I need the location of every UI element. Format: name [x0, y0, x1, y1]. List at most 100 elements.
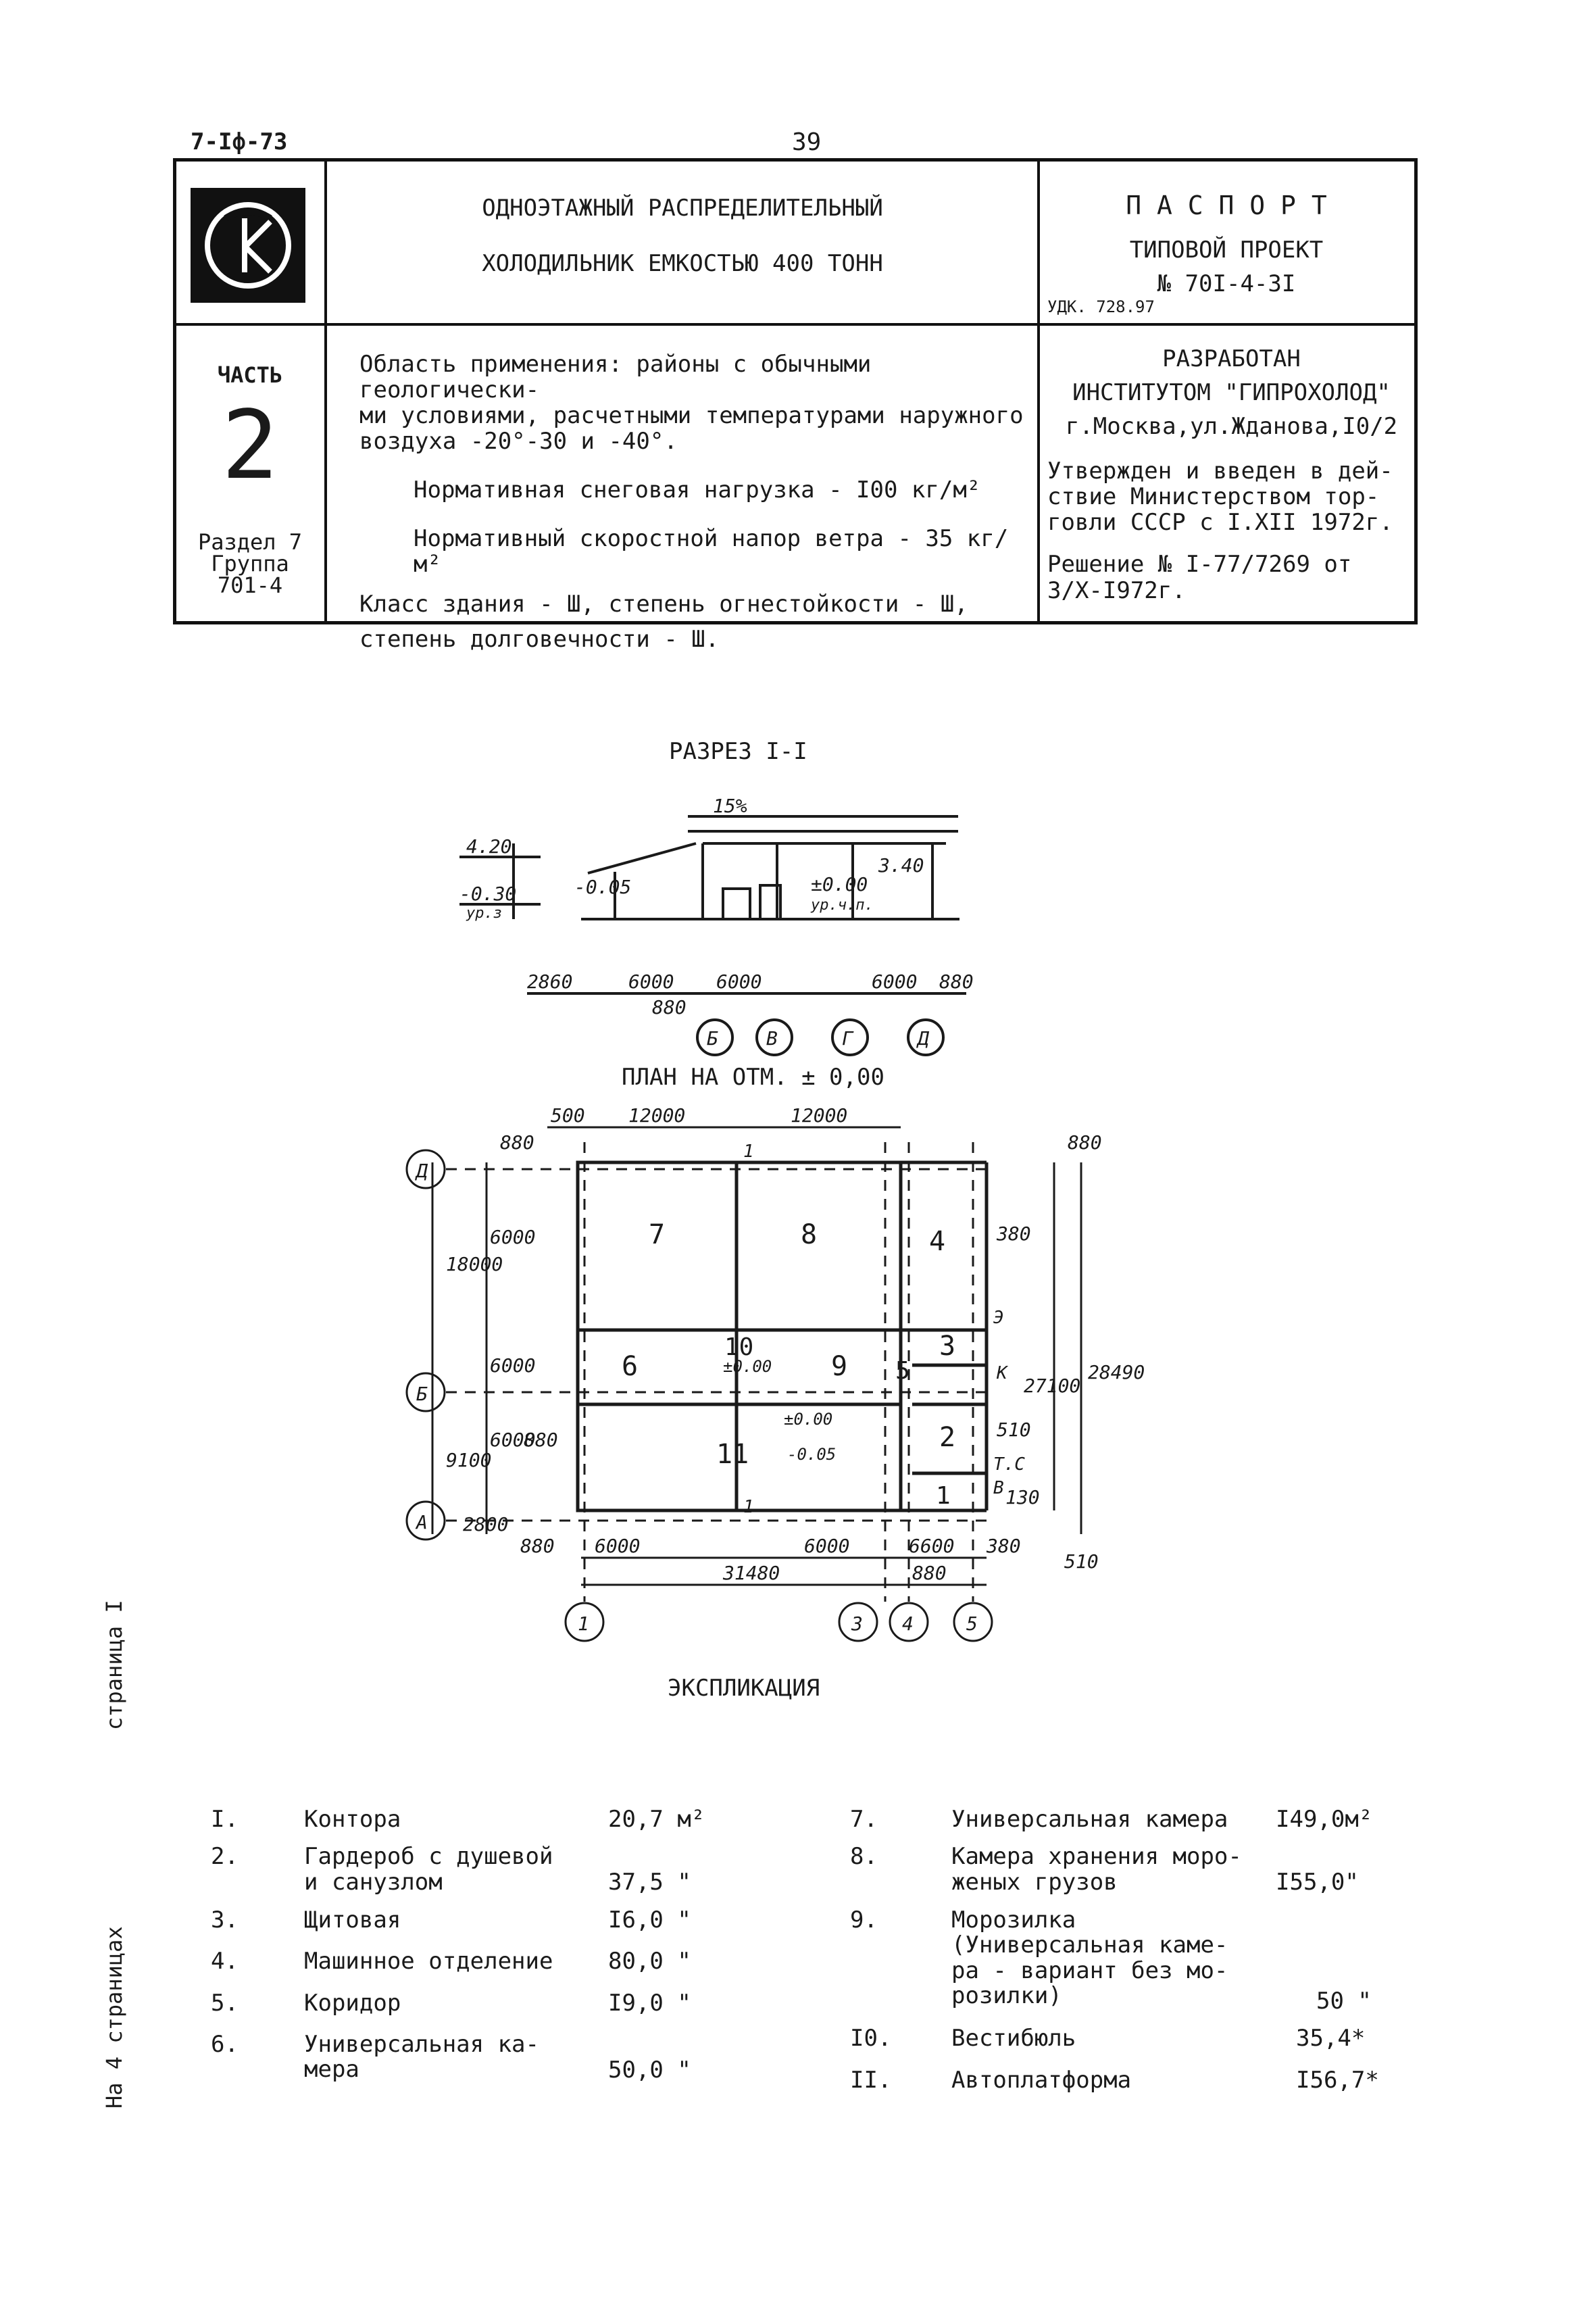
axis-label: А — [415, 1511, 428, 1533]
dimension-label: 12000 — [791, 1104, 847, 1127]
title-block-divider — [173, 323, 1418, 326]
legend-room-name-line: мера — [304, 2056, 359, 2084]
elevation-note: ур.з — [466, 905, 502, 922]
legend-number: I. — [211, 1806, 239, 1833]
project-number: № 70I-4-3I — [1157, 270, 1296, 297]
room-number: 10 — [724, 1333, 753, 1361]
dimension-label: 2860 — [527, 970, 572, 993]
description-line: Нормативная снеговая нагрузка - I00 кг/м… — [414, 476, 981, 504]
section-title: РАЗРЕЗ I-I — [669, 738, 807, 765]
slope-label: 15% — [713, 795, 747, 817]
dimension-label: 510 — [997, 1419, 1031, 1441]
elevation-label: -0.05 — [787, 1445, 836, 1464]
part-label: ЧАСТЬ — [217, 362, 283, 388]
legend-area: 50 " — [1316, 1987, 1372, 2015]
legend-room-name-line: Гардероб с душевой — [304, 1843, 553, 1871]
room-number: 5 — [895, 1357, 910, 1385]
dimension-label: 6600 — [909, 1535, 954, 1557]
legend-number: 4. — [211, 1948, 239, 1975]
legend-number: 7. — [850, 1806, 878, 1833]
legend-room-name: Универсальная камера — [951, 1806, 1228, 1833]
developer-line: РАЗРАБОТАН — [1162, 345, 1301, 372]
developer-line: ИНСТИТУТОМ "ГИПРОХОЛОД" — [1072, 379, 1391, 407]
room-number: 8 — [801, 1219, 817, 1250]
legend-room-name: Автоплатформа — [951, 2066, 1132, 2094]
section-cut-mark: 1 — [743, 1497, 754, 1517]
dimension-label: 6000 — [872, 970, 917, 993]
axis-label: 1 — [578, 1613, 589, 1635]
description-line: ми условиями, расчетными температурами н… — [359, 402, 1024, 430]
legend-area: 35,4* — [1296, 2025, 1366, 2052]
dimension-label: 2800 — [463, 1513, 508, 1535]
legend-area: 20,7 м² — [608, 1806, 705, 1833]
dimension-label: 6000 — [804, 1535, 849, 1557]
elevation-label: -0.05 — [574, 876, 631, 898]
elevation-label: 3.40 — [878, 854, 924, 877]
axis-label: Г — [842, 1027, 854, 1050]
dimension-label: 6000 — [490, 1429, 535, 1451]
legend-room-name: Машинное отделение — [304, 1948, 553, 1975]
plan-note: Э — [993, 1308, 1004, 1328]
axis-label: 5 — [966, 1613, 978, 1635]
legend-left: I. Контора 20,7 м² 2. Гардероб с душевой… — [211, 1806, 724, 2084]
legend-row: 9. Морозилка (Универсальная каме- ра - в… — [850, 1906, 1391, 2015]
decision-line: Решение № I-77/7269 от — [1047, 551, 1352, 578]
title-block-divider-left — [324, 158, 327, 624]
group-label: Группа — [211, 551, 289, 576]
page-number: 39 — [792, 128, 822, 156]
approval-line: говли СССР с I.XII 1972г. — [1047, 509, 1393, 537]
approval-line: Утвержден и введен в дей- — [1047, 458, 1393, 485]
legend-room-name: Коридор — [304, 1989, 401, 2017]
section-label: Раздел 7 Группа 701-4 — [176, 531, 324, 596]
legend-room-name-line: Морозилка — [951, 1906, 1076, 1934]
description-line: Класс здания - Ш, степень огнестойкости … — [359, 590, 968, 618]
dimension-label: 510 — [1064, 1550, 1099, 1573]
plan-drawing — [576, 1160, 989, 1512]
dimension-label: 880 — [652, 996, 687, 1018]
legend-title: ЭКСПЛИКАЦИЯ — [668, 1675, 820, 1702]
logo-icon — [191, 188, 305, 303]
legend-room-name: Вестибюль — [951, 2025, 1076, 2052]
pages-total-label: На 4 страницах — [101, 1926, 127, 2109]
legend-room-name-line: и санузлом — [304, 1868, 443, 1896]
plan-dimensions — [405, 1126, 1082, 1642]
part-number: 2 — [221, 391, 279, 501]
axis-label: Б — [707, 1027, 718, 1050]
description-block: Область применения: районы с обычными ге… — [359, 351, 1028, 652]
legend-row: I. Контора 20,7 м² — [211, 1806, 724, 1833]
legend-room-name: Гардероб с душевой и санузлом — [304, 1844, 608, 1895]
description-line: воздуха -20°-30 и -40°. — [359, 428, 678, 456]
section-drawing — [459, 815, 966, 1056]
approval-line: ствие Министерством тор- — [1047, 483, 1380, 511]
dimension-label: 6000 — [595, 1535, 640, 1557]
legend-number: 8. — [850, 1843, 878, 1871]
legend-room-name-line: ра - вариант без мо- — [951, 1956, 1228, 1984]
legend-row: 2. Гардероб с душевой и санузлом 37,5 " — [211, 1844, 724, 1895]
legend-number: I0. — [850, 2025, 892, 2052]
dimension-label: 880 — [912, 1562, 947, 1584]
description-line: Нормативный скоростной напор ветра - 35 … — [414, 525, 1009, 578]
legend-number: II. — [850, 2066, 892, 2094]
page-label: страница I — [101, 1600, 127, 1730]
dimension-label: 6000 — [490, 1354, 535, 1377]
plan-note: К — [996, 1363, 1009, 1383]
elevation-label: ±0.00 — [811, 873, 868, 895]
room-number: 1 — [936, 1482, 951, 1510]
room-number: 11 — [716, 1439, 749, 1470]
legend-area: 80,0 " — [608, 1948, 691, 1975]
legend-room-name: Контора — [304, 1806, 401, 1833]
axis-label: 4 — [902, 1613, 914, 1635]
legend-row: 8. Камера хранения моро- женых грузов I5… — [850, 1844, 1391, 1895]
axis-label: 3 — [851, 1613, 863, 1635]
dimension-label: 880 — [1068, 1131, 1102, 1154]
developer-block: РАЗРАБОТАН ИНСТИТУТОМ "ГИПРОХОЛОД" г.Мос… — [1047, 346, 1416, 604]
legend-area: I6,0 " — [608, 1906, 691, 1934]
dimension-label: 6000 — [490, 1226, 535, 1248]
project-title-line1: ОДНОЭТАЖНЫЙ РАСПРЕДЕЛИТЕЛЬНЫЙ — [482, 195, 883, 222]
dimension-label: 31480 — [722, 1562, 780, 1584]
legend-number: 9. — [850, 1906, 878, 1934]
legend-room-name-line: женых грузов — [951, 1868, 1118, 1896]
dimension-label: 28490 — [1088, 1361, 1145, 1383]
section-number: Раздел 7 — [197, 529, 303, 555]
